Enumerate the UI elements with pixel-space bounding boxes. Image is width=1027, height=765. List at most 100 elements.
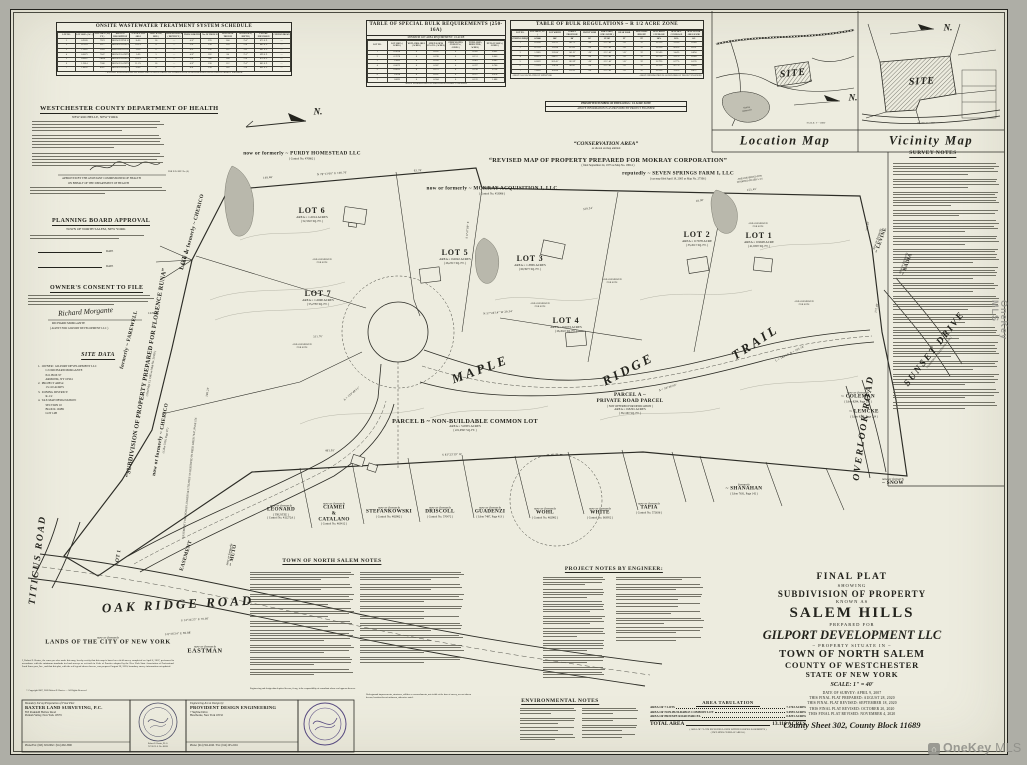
- title-block: FINAL PLAT SHOWING SUBDIVISION OF PROPER…: [762, 572, 942, 730]
- text-line: [543, 618, 602, 620]
- revised-map-title-line: “REVISED MAP OF PROPERTY PREPARED FOR MO…: [488, 156, 728, 164]
- text-line: [543, 591, 604, 593]
- text-line: [32, 153, 161, 154]
- text-line: [250, 647, 354, 649]
- text-line: [543, 669, 605, 671]
- text-line: [520, 736, 576, 738]
- vicinity-map-north: N.: [944, 23, 953, 33]
- nf-lands-city-ny-line: LANDS OF THE CITY OF NEW YORK: [45, 638, 171, 646]
- text-line: [360, 574, 464, 576]
- tbl-wastewater-grid: LOT NO.LOT AREA ( AC. )SSTS AREA ( SQ. F…: [57, 31, 291, 72]
- text-line: [250, 608, 351, 610]
- cell: 7: [57, 66, 76, 72]
- north-label-plat: N.: [313, 106, 323, 117]
- health-approval-line-2: ON BEHALF OF THE DEPARTMENT OF HEALTH: [68, 181, 129, 185]
- nf-lemcke-line: ( Liber 8208, Page 224 ): [850, 415, 878, 419]
- column-header: SSTS AREA ( SQ. FT. ): [92, 31, 112, 40]
- plat-revised-date-2: THIS FINAL PLAT REVISED: OCTOBER 20, 202…: [809, 706, 895, 711]
- text-line: [543, 594, 604, 596]
- area-row-value: 7.1763 ACRES: [786, 705, 806, 710]
- text-line: [360, 605, 462, 607]
- text-line: [250, 584, 350, 586]
- cell: 8: [146, 66, 166, 72]
- nf-stefankowski-line: ( Control No. 482982 ): [376, 515, 402, 519]
- health-dept-subheading: NEW ROCHELLE, NEW YORK: [72, 115, 118, 119]
- lot-6-label-line: AREA = 1.2014 ACRES: [296, 214, 328, 219]
- nf-seven-springs: reputedly ~ SEVEN SPRINGS FARM I, LLC( t…: [622, 171, 734, 181]
- bulk-regulations-table: TABLE OF BULK REGULATIONS ~ R 1/2 ACRE Z…: [510, 20, 704, 79]
- column-header: MAX. BLDG. HEIGHT: [632, 29, 651, 38]
- text-line: [520, 712, 551, 714]
- title-final-plat: FINAL PLAT: [816, 572, 888, 582]
- text-line: [250, 576, 349, 578]
- north-label-plat-line: N.: [313, 106, 323, 117]
- text-line: [250, 644, 351, 646]
- cell: 3.96%: [667, 68, 686, 75]
- lot-2-label-line: AREA = 0.7678 ACRE: [682, 238, 712, 243]
- text-line: [250, 671, 353, 673]
- column-header: STONE FILL ( DEPTH ): [236, 31, 256, 40]
- text-line: [582, 734, 636, 736]
- column-header: FUTURE EXPANSION: [254, 31, 274, 40]
- dim-bearing-south: S 81°23'19" W: [442, 452, 462, 457]
- text-line: [250, 596, 349, 598]
- area-row-label: AREA OF NON-BUILDABLE CO​MMON LOT: [650, 709, 714, 714]
- text-line: [543, 589, 603, 591]
- text-line: [543, 647, 604, 649]
- tbl-special-subtitle: MINIMUM LOT AREA REQUIREMENT: 1/2 ACRE: [367, 36, 505, 41]
- text-line: [893, 363, 995, 365]
- title-scale: SCALE: 1" = 40': [830, 682, 874, 688]
- text-line: [30, 192, 105, 194]
- text-line: [893, 267, 998, 268]
- town-notes-heading: TOWN OF NORTH SALEM NOTES: [282, 558, 382, 565]
- text-line: [543, 650, 588, 652]
- nf-leonard-line: LEONARD: [266, 506, 296, 513]
- text-line: [893, 384, 966, 386]
- surveyor-firm-block: Boundary Survey/Preparation of Final Pla…: [25, 702, 127, 718]
- nf-mokray-line: now or formerly ~ MOKRAY ACQUISITION I, …: [426, 185, 558, 192]
- ssts-4-line: FOR SSTS: [752, 225, 764, 228]
- text-line: [250, 601, 350, 603]
- title-known-as: KNOWN AS: [835, 598, 869, 604]
- text-line: [543, 654, 602, 656]
- nf-purdy-homestead-line: now or formerly ~ PURDY HOMESTEAD LLC: [243, 150, 361, 157]
- owners-consent-heading: OWNER'S CONSENT TO FILE: [50, 285, 144, 293]
- nf-leonard-line: ( Control No. 432272A ): [267, 516, 295, 520]
- text-line: [250, 652, 324, 654]
- text-line: [893, 212, 995, 214]
- text-line: [893, 163, 996, 164]
- text-line: [30, 187, 162, 188]
- text-line: [893, 277, 973, 279]
- cell: 0.122: [464, 77, 486, 83]
- text-line: [543, 606, 603, 608]
- text-line: [616, 586, 704, 588]
- text-line: [543, 577, 604, 578]
- text-line: [543, 645, 604, 647]
- nf-driscoll-line: DRISCOLL: [425, 508, 455, 515]
- column-header: LOT NO.: [367, 40, 388, 51]
- text-line: [893, 353, 999, 355]
- column-header: LOT AREA ( ACRES ): [386, 40, 408, 51]
- site-data-item: 13.110 ACRES: [38, 385, 64, 390]
- column-header: CURTAIN DRAIN: [272, 31, 291, 40]
- title-town: TOWN OF NORTH SALEM: [779, 648, 925, 660]
- vicinity-map-scale-line: SCALE: 1" = 600': [917, 121, 935, 125]
- nf-purdy-homestead: now or formerly ~ PURDY HOMESTEAD LLC( C…: [243, 150, 361, 161]
- text-line: [543, 630, 604, 632]
- area-row-value: 5.0955 ACRES: [786, 709, 806, 714]
- text-line: [893, 178, 997, 180]
- text-line: [360, 661, 425, 663]
- text-line: [360, 647, 461, 648]
- cell: 7: [510, 68, 530, 75]
- dim-63: 63.76': [414, 168, 422, 173]
